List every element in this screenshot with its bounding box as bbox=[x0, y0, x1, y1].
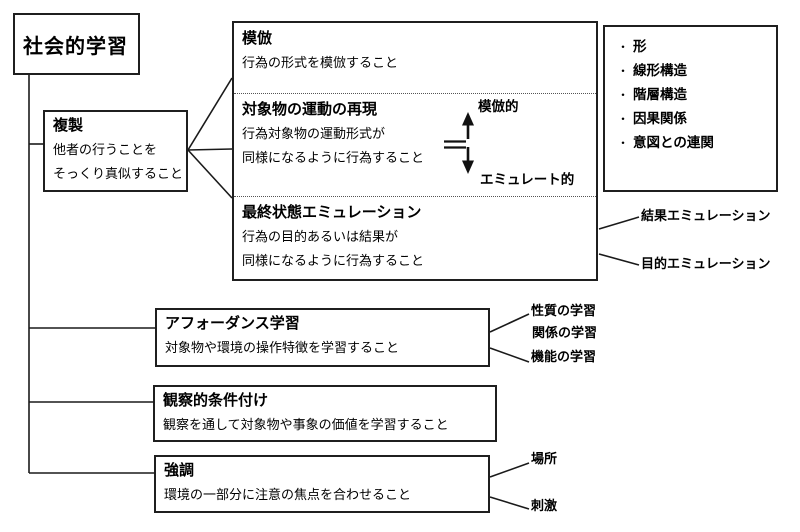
node-emphasis: 強調 環境の一部分に注意の焦点を合わせること bbox=[154, 455, 490, 513]
replication-desc-line: 他者の行うことを bbox=[53, 142, 158, 157]
function-learning-label: 機能の学習 bbox=[531, 349, 597, 364]
bullet-icon: ・ bbox=[616, 40, 629, 54]
observational-title: 観察的条件付け bbox=[163, 392, 269, 409]
endstate-emulation-title: 最終状態エミュレーション bbox=[242, 204, 422, 221]
affordance-title: アフォーダンス学習 bbox=[165, 315, 300, 332]
fan-replication-to-endstate-line bbox=[187, 149, 233, 199]
feature-item-label: 階層構造 bbox=[633, 87, 687, 102]
imitation-desc-line: 行為の形式を模倣すること bbox=[242, 55, 399, 70]
fan-replication-to-imitation-line bbox=[187, 77, 233, 151]
feature-item-label: 意図との連関 bbox=[633, 135, 714, 150]
feature-item: ・ 線形構造 bbox=[613, 59, 776, 83]
emphasis-desc-line: 環境の一部分に注意の焦点を合わせること bbox=[164, 487, 412, 502]
goal-emulation-label: 目的エミュレーション bbox=[641, 256, 771, 271]
feature-item: ・ 意図との連関 bbox=[613, 131, 776, 155]
fan-goal-emulation-line bbox=[598, 253, 640, 266]
bullet-icon: ・ bbox=[616, 136, 629, 150]
feature-item-label: 線形構造 bbox=[633, 63, 687, 78]
endstate-emulation-desc-line: 同様になるように行為すること bbox=[242, 252, 425, 268]
replication-title: 複製 bbox=[53, 117, 84, 134]
result-emulation-label: 結果エミュレーション bbox=[641, 208, 771, 223]
fan-place-line bbox=[489, 462, 530, 478]
feature-item-label: 因果関係 bbox=[633, 111, 687, 126]
node-social-learning: 社会的学習 bbox=[13, 13, 140, 75]
feature-item: ・ 形 bbox=[613, 35, 776, 59]
replication-desc-line: そっくり真似すること bbox=[53, 165, 184, 181]
fan-result-emulation-line bbox=[598, 216, 640, 230]
fan-replication-to-motion-line bbox=[187, 148, 233, 151]
imitation-title: 模倣 bbox=[242, 30, 273, 47]
feature-item-label: 形 bbox=[633, 39, 647, 54]
relation-learning-label: 関係の学習 bbox=[532, 325, 598, 340]
fan-stimulus-line bbox=[489, 496, 530, 510]
feature-item: ・ 因果関係 bbox=[613, 107, 776, 131]
node-observational-conditioning: 観察的条件付け 観察を通して対象物や事象の価値を学習すること bbox=[153, 385, 497, 442]
imitative-label: 模倣的 bbox=[478, 99, 519, 114]
section-endstate-emulation: 最終状態エミュレーション 行為の目的あるいは結果が 同様になるように行為すること bbox=[234, 196, 596, 279]
motion-reproduction-desc-line: 行為対象物の運動形式が bbox=[242, 126, 386, 141]
observational-desc-line: 観察を通して対象物や事象の価値を学習すること bbox=[163, 417, 449, 432]
property-learning-label: 性質の学習 bbox=[531, 303, 597, 318]
fan-function-learning-line bbox=[489, 347, 530, 363]
bullet-icon: ・ bbox=[616, 112, 629, 126]
section-motion-reproduction: 対象物の運動の再現 行為対象物の運動形式が 同様になるように行為すること bbox=[234, 93, 596, 196]
endstate-emulation-desc-line: 行為の目的あるいは結果が bbox=[242, 229, 399, 244]
motion-reproduction-desc-line: 同様になるように行為すること bbox=[242, 149, 425, 165]
social-learning-title: 社会的学習 bbox=[23, 35, 128, 58]
feature-list-box: ・ 形 ・ 線形構造 ・ 階層構造 ・ 因果関係 ・ 意図との連関 bbox=[603, 25, 778, 192]
motion-reproduction-title: 対象物の運動の再現 bbox=[242, 101, 378, 118]
bullet-icon: ・ bbox=[616, 88, 629, 102]
feature-item: ・ 階層構造 bbox=[613, 83, 776, 107]
node-replication: 複製 他者の行うことを そっくり真似すること bbox=[43, 110, 188, 192]
bullet-icon: ・ bbox=[616, 64, 629, 78]
place-label: 場所 bbox=[531, 451, 558, 466]
affordance-desc-line: 対象物や環境の操作特徴を学習すること bbox=[165, 340, 400, 355]
fan-property-learning-line bbox=[489, 313, 530, 333]
section-imitation: 模倣 行為の形式を模倣すること bbox=[234, 23, 596, 93]
node-affordance-learning: アフォーダンス学習 対象物や環境の操作特徴を学習すること bbox=[155, 308, 490, 367]
node-copy-group: 模倣 行為の形式を模倣すること 対象物の運動の再現 行為対象物の運動形式が 同様… bbox=[232, 21, 598, 281]
stimulus-label: 刺激 bbox=[531, 498, 558, 513]
emulative-label: エミュレート的 bbox=[480, 172, 575, 187]
emphasis-title: 強調 bbox=[164, 462, 195, 479]
